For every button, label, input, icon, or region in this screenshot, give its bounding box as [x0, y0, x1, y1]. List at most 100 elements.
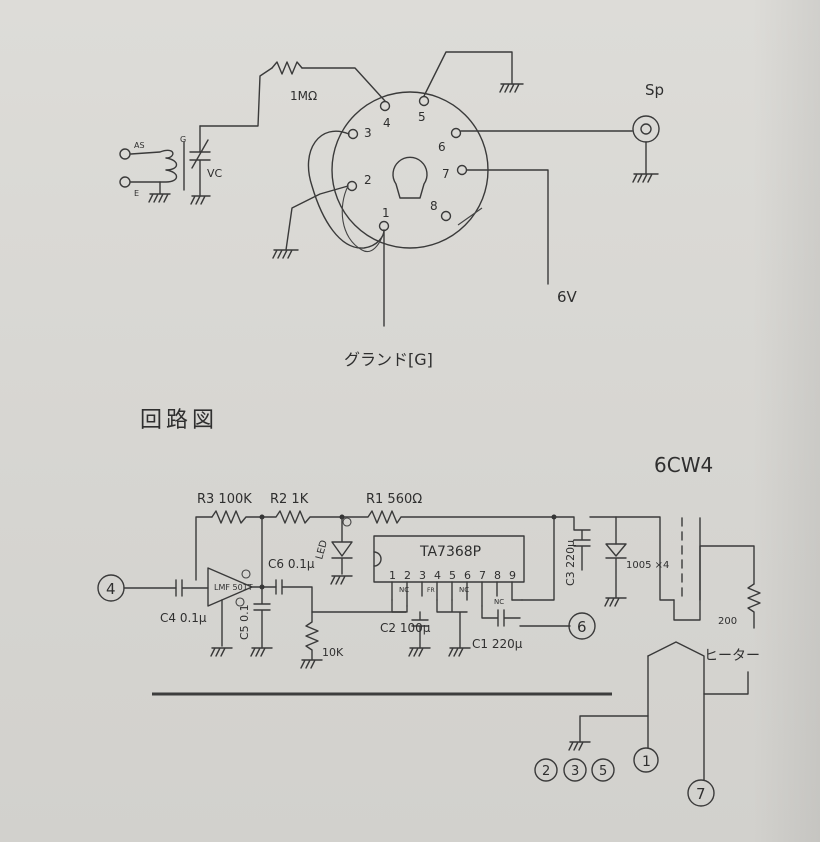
ground-c5 [250, 647, 273, 657]
ground-left [272, 249, 299, 259]
wire-pin7 [466, 169, 549, 285]
gnd-node-5 [591, 758, 615, 782]
pin-number: 2 [364, 173, 372, 187]
ground-heater [568, 741, 591, 751]
r3-label: R3 100K [197, 492, 252, 507]
wire-pin4 [301, 67, 386, 102]
pin-number: 8 [430, 199, 438, 213]
resistor-r1 [341, 510, 555, 601]
wire-loop [307, 130, 385, 249]
ic-pin-9: 9 [509, 569, 516, 582]
diode-label: 1005 ×4 [626, 560, 669, 571]
pin-hole-1 [378, 220, 390, 232]
ground-top [499, 83, 524, 93]
circuit-title: 回路図 [140, 408, 218, 433]
capacitor-c3 [553, 516, 591, 571]
node-4-label: 4 [106, 580, 116, 598]
feedback-wire-left [195, 516, 213, 581]
capacitor-c2 [406, 605, 429, 649]
ground-ic [448, 647, 471, 657]
pin-hole-8 [440, 210, 452, 222]
gnd-node-5-label: 5 [599, 764, 607, 779]
ic-pin1-wire [391, 599, 407, 613]
speaker-jack-outer [632, 115, 660, 143]
ic-label: TA7368P [419, 544, 481, 560]
resistor-200 [747, 583, 761, 629]
ic-pin-4: 4 [434, 569, 441, 582]
resistor-1m [271, 61, 303, 75]
antenna-coil [130, 149, 178, 183]
ic-pin-6: 6 [464, 569, 471, 582]
node-1-circle [633, 747, 659, 773]
capacitor-c1 [481, 605, 521, 627]
diode-symbol [605, 543, 627, 599]
heater-label: ヒーター [704, 648, 760, 664]
resistor-r2 [261, 510, 343, 524]
ic-pin-8: 8 [494, 569, 501, 582]
heater-filament [647, 641, 749, 695]
c4-label: C4 0.1μ [160, 611, 207, 625]
r2-label: R2 1K [270, 492, 309, 507]
paper-edge-shadow [752, 0, 820, 842]
ground-c2 [408, 647, 431, 657]
ic-notch [373, 551, 382, 567]
capacitor-c5 [253, 586, 271, 649]
coil-label-g: G [180, 135, 186, 144]
opamp-minus-mark [241, 569, 251, 579]
pin-number: 5 [418, 110, 426, 124]
gnd-node-2 [534, 758, 558, 782]
pin-number: 4 [383, 116, 391, 130]
ground-coil [148, 181, 171, 203]
c3-label: C3 220μ [564, 540, 577, 586]
tube-wire-top [615, 516, 675, 601]
nc-label-2: NC [459, 586, 469, 594]
ground-label: グランド[G] [344, 350, 433, 369]
led-symbol [331, 516, 353, 575]
pin-number: 3 [364, 126, 372, 140]
ground-speaker [632, 173, 659, 183]
wire-pin2 [285, 185, 349, 251]
ic-pin4-gnd [436, 599, 468, 649]
socket-diagram: 1 2 3 4 5 6 7 8 1MΩ Sp 6V グラン [119, 51, 664, 369]
tube-plate-wire [673, 545, 755, 621]
ground-opamp [210, 647, 233, 657]
capacitor-c6 [275, 579, 407, 613]
wire-pin5 [423, 51, 513, 97]
node-6-circle [568, 612, 596, 640]
diode-wire [589, 516, 617, 545]
node-7-circle [687, 779, 715, 807]
nc-label-1: NC [399, 586, 409, 594]
ic-body [373, 535, 525, 583]
resistor-10k [305, 611, 319, 661]
opamp-label: LMF 501T [214, 583, 253, 592]
pin-hole-2 [346, 180, 358, 192]
c5-label: C5 0.1 [238, 604, 251, 640]
speaker-jack-inner [640, 123, 652, 135]
ground-10k [300, 659, 323, 669]
circuit-diagram: 回路図 6CW4 R3 100K R2 1K R1 560Ω LED 4 C4 … [97, 408, 761, 807]
ic-pin-1: 1 [389, 569, 396, 582]
r10k-label: 10K [322, 646, 344, 659]
ic-pin-5: 5 [449, 569, 456, 582]
pin-hole-5 [418, 95, 430, 107]
gnd-node-3 [563, 758, 587, 782]
node-7-label: 7 [696, 785, 706, 803]
tube-socket [331, 91, 489, 249]
pin-number: 7 [442, 167, 450, 181]
led-label: LED [314, 539, 330, 561]
vc-label: VC [207, 167, 223, 180]
terminal-e [119, 176, 131, 188]
pin-hole-4 [379, 100, 391, 112]
ground-diode [604, 597, 627, 607]
vc-capacitor [189, 125, 211, 197]
pin-number: 6 [438, 140, 446, 154]
ic-pin-2: 2 [404, 569, 411, 582]
coil-label-e: E [134, 189, 139, 198]
wire-1m-left [199, 67, 273, 127]
ground-vc [190, 195, 211, 205]
pin-hole-6 [450, 127, 462, 139]
tube-label: 6CW4 [654, 453, 713, 477]
pin3-tag: FR [427, 587, 435, 594]
gnd-node-2-label: 2 [542, 764, 550, 779]
socket-keyhole [392, 156, 428, 199]
